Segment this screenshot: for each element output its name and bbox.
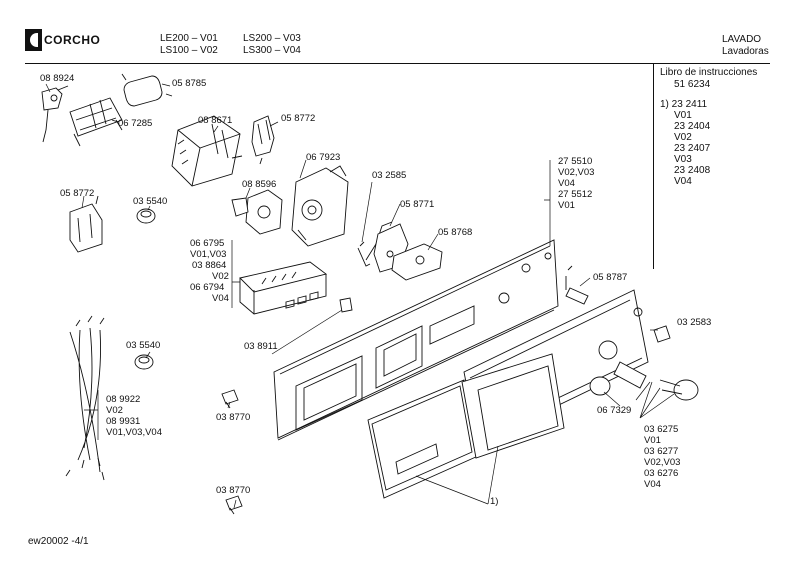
part-label: 05 8772 <box>60 188 95 199</box>
clip-part <box>221 389 239 409</box>
part-label: 03 8911 <box>244 341 278 352</box>
part-group-275510: 27 5510 V02,V03 V04 27 5512 V01 <box>558 156 594 211</box>
variant-line: V02 <box>674 132 692 143</box>
part-label: 05 8768 <box>438 227 473 238</box>
knob-part <box>136 208 156 224</box>
part-group-line: V01,V03,V04 <box>106 427 162 438</box>
reference-mark: 1) <box>490 496 499 507</box>
lamp-part <box>565 265 589 305</box>
part-label: 08 8671 <box>198 115 233 126</box>
part-label: 03 5540 <box>133 196 168 207</box>
part-group-line: 08 9931 <box>106 416 141 427</box>
part-group-line: 06 6794 <box>190 282 225 293</box>
part-label: 08 8924 <box>40 73 75 84</box>
control-panel-part <box>273 239 559 441</box>
category-lavadoras: Lavadoras <box>722 46 769 57</box>
part-label: 05 8772 <box>281 113 316 124</box>
part-group-line: V01 <box>558 200 575 211</box>
model-ls200: LS200 – V03 <box>243 33 301 44</box>
switch-part <box>391 243 443 281</box>
part-group-line: 03 6277 <box>644 446 679 457</box>
variant-line: V01 <box>674 110 692 121</box>
leader-lines <box>45 83 675 509</box>
button-part <box>653 325 671 343</box>
timer-part <box>171 115 243 187</box>
part-group-089922: 08 9922 V02 08 9931 V01,V03,V04 <box>106 394 162 438</box>
part-label: 06 7285 <box>118 118 153 129</box>
knob-part <box>134 354 154 370</box>
part-group-line: 08 9922 <box>106 394 141 405</box>
variant-line: 1) 23 2411 <box>660 99 708 110</box>
power-plug-part <box>41 85 69 143</box>
variant-line: 23 2408 <box>674 165 711 176</box>
part-group-036275: 03 6275 V01 03 6277 V02,V03 03 6276 V04 <box>644 424 680 490</box>
manual-number: 51 6234 <box>674 79 711 90</box>
part-group-line: 03 6276 <box>644 468 679 479</box>
manual-title: Libro de instrucciones <box>660 67 758 78</box>
part-group-line: V04 <box>644 479 661 490</box>
variant-line: 23 2407 <box>674 143 711 154</box>
side-divider <box>653 64 654 269</box>
part-group-line: V01,V03 <box>190 249 227 260</box>
part-label: 03 2583 <box>677 317 712 328</box>
part-group-line: 06 6795 <box>190 238 225 249</box>
model-ls100: LS100 – V02 <box>160 45 218 56</box>
brand-name: CORCHO <box>44 33 101 47</box>
knob-part <box>589 361 699 401</box>
part-label: 05 8787 <box>593 272 628 283</box>
pressure-switch-part <box>291 165 349 247</box>
switch-block-part <box>239 261 328 315</box>
part-label: 03 5540 <box>126 340 161 351</box>
part-group-line: V01 <box>644 435 661 446</box>
selector-part <box>231 189 283 235</box>
model-le200: LE200 – V01 <box>160 33 218 44</box>
part-group-line: 03 6275 <box>644 424 679 435</box>
door-cover-part <box>367 353 565 499</box>
part-label: 03 2585 <box>372 170 407 181</box>
header-divider <box>25 63 770 64</box>
bracket-part <box>69 97 123 147</box>
drawing-code: ew20002 -4/1 <box>28 536 89 547</box>
part-label: 05 8771 <box>400 199 435 210</box>
part-group-line: V02,V03 <box>644 457 681 468</box>
part-label: 06 7923 <box>306 152 341 163</box>
part-group-line: V02,V03 <box>558 167 595 178</box>
part-group-line: V04 <box>212 293 229 304</box>
variant-line: V04 <box>674 176 692 187</box>
category-lavado: LAVADO <box>722 34 762 45</box>
clip-part <box>225 495 243 515</box>
part-group-line: V02 <box>212 271 229 282</box>
switch-part <box>69 195 103 253</box>
part-label: 08 8596 <box>242 179 277 190</box>
part-label: 06 7329 <box>597 405 632 416</box>
indicator-lamp-part <box>339 297 353 313</box>
switch-part <box>251 115 275 165</box>
part-group-line: 03 8864 <box>192 260 227 271</box>
model-ls300: LS300 – V04 <box>243 45 301 56</box>
part-label: 03 8770 <box>216 412 251 423</box>
manual-variants: 1) 23 2411 V01 23 2404 V02 23 2407 V03 2… <box>660 99 710 187</box>
part-group-066795: 06 6795 V01,V03 03 8864 V02 06 6794 V04 <box>190 238 229 304</box>
part-label: 05 8785 <box>172 78 207 89</box>
part-group-line: V02 <box>106 405 123 416</box>
wire-harness-part <box>65 315 105 481</box>
capacitor-part <box>121 73 173 107</box>
variant-line: V03 <box>674 154 692 165</box>
part-group-line: V04 <box>558 178 575 189</box>
variant-line: 23 2404 <box>674 121 711 132</box>
brand-logo-icon <box>25 29 42 51</box>
part-group-line: 27 5512 <box>558 189 593 200</box>
part-label: 03 8770 <box>216 485 251 496</box>
part-group-line: 27 5510 <box>558 156 593 167</box>
